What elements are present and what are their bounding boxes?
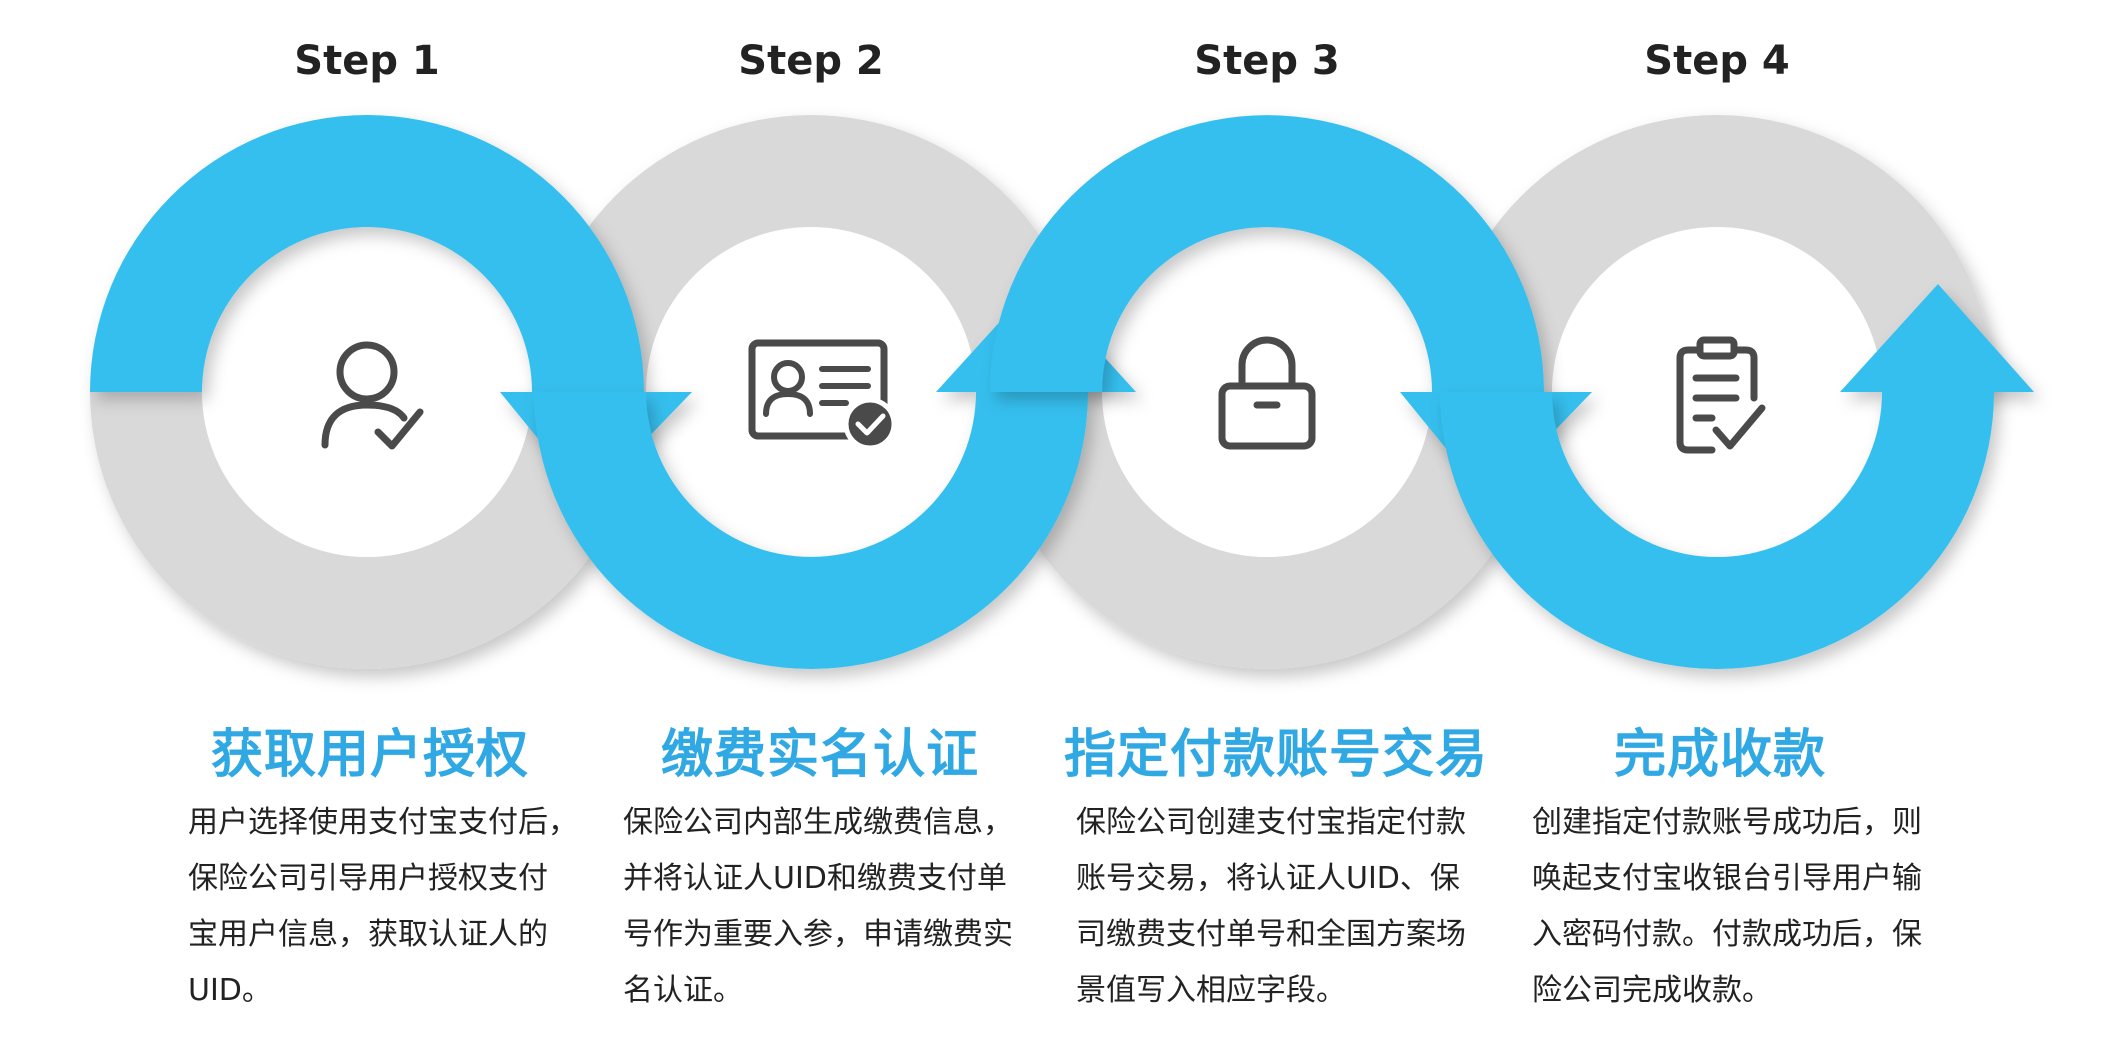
lock-icon [1218,336,1316,450]
step-4-label: Step 4 [1644,38,1790,84]
step-2-title: 缴费实名认证 [660,725,979,785]
step-1-description: 用户选择使用支付宝支付后， 保险公司引导用户授权支付 宝用户信息，获取认证人的 … [188,795,608,1019]
ring-4-center [1552,227,1882,557]
step-3-label: Step 3 [1194,38,1340,84]
ring-2-center [646,227,976,557]
ring-3-center [1102,227,1432,557]
step-1-desc-line: 用户选择使用支付宝支付后， [188,805,578,840]
step-2-desc-line: 号作为重要入参，申请缴费实 [623,917,1013,952]
step-4-desc-line: 入密码付款。付款成功后，保 [1532,917,1922,952]
ring-2-blue-arrow [534,282,1136,669]
step-3-title: 指定付款账号交易 [1063,725,1488,785]
step-3-description: 保险公司创建支付宝指定付款 账号交易，将认证人UID、保 司缴费支付单号和全国方… [1076,795,1496,1019]
step-4-desc-line: 创建指定付款账号成功后，则 [1532,805,1922,840]
step-1-desc-line: 保险公司引导用户授权支付 [188,861,548,896]
id-card-check-icon [748,339,897,451]
ring-2-gray-half [534,115,1088,392]
step-2-desc-line: 保险公司内部生成缴费信息， [623,805,1013,840]
ring-4-gray-half [1440,115,1994,392]
clipboard-check-icon [1676,336,1766,454]
step-3-desc-line: 账号交易，将认证人UID、保 [1076,861,1460,896]
ring-3-gray-half [990,392,1544,669]
step-4-title: 完成收款 [1613,725,1826,785]
step-1-title: 获取用户授权 [210,725,529,785]
step-2-description: 保险公司内部生成缴费信息， 并将认证人UID和缴费支付单 号作为重要入参，申请缴… [623,795,1043,1019]
step-3-desc-line: 景值写入相应字段。 [1076,973,1346,1008]
step-1-label: Step 1 [294,38,440,84]
step-4-desc-line: 险公司完成收款。 [1532,973,1772,1008]
step-4-description: 创建指定付款账号成功后，则 唤起支付宝收银台引导用户输 入密码付款。付款成功后，… [1532,795,1952,1019]
step-2-desc-line: 名认证。 [623,973,743,1008]
step-1-desc-line: 宝用户信息，获取认证人的 [188,917,548,952]
step-3-desc-line: 司缴费支付单号和全国方案场 [1076,917,1466,952]
step-3-desc-line: 保险公司创建支付宝指定付款 [1076,805,1466,840]
step-4-desc-line: 唤起支付宝收银台引导用户输 [1532,861,1922,896]
step-2-desc-line: 并将认证人UID和缴费支付单 [623,861,1007,896]
ring-1-gray-half [90,392,644,669]
ring-1-center [202,227,532,557]
user-check-icon [321,341,424,450]
step-2-label: Step 2 [738,38,884,84]
ring-4-blue-arrow [1440,284,2034,669]
step-1-desc-line: UID。 [188,973,272,1008]
